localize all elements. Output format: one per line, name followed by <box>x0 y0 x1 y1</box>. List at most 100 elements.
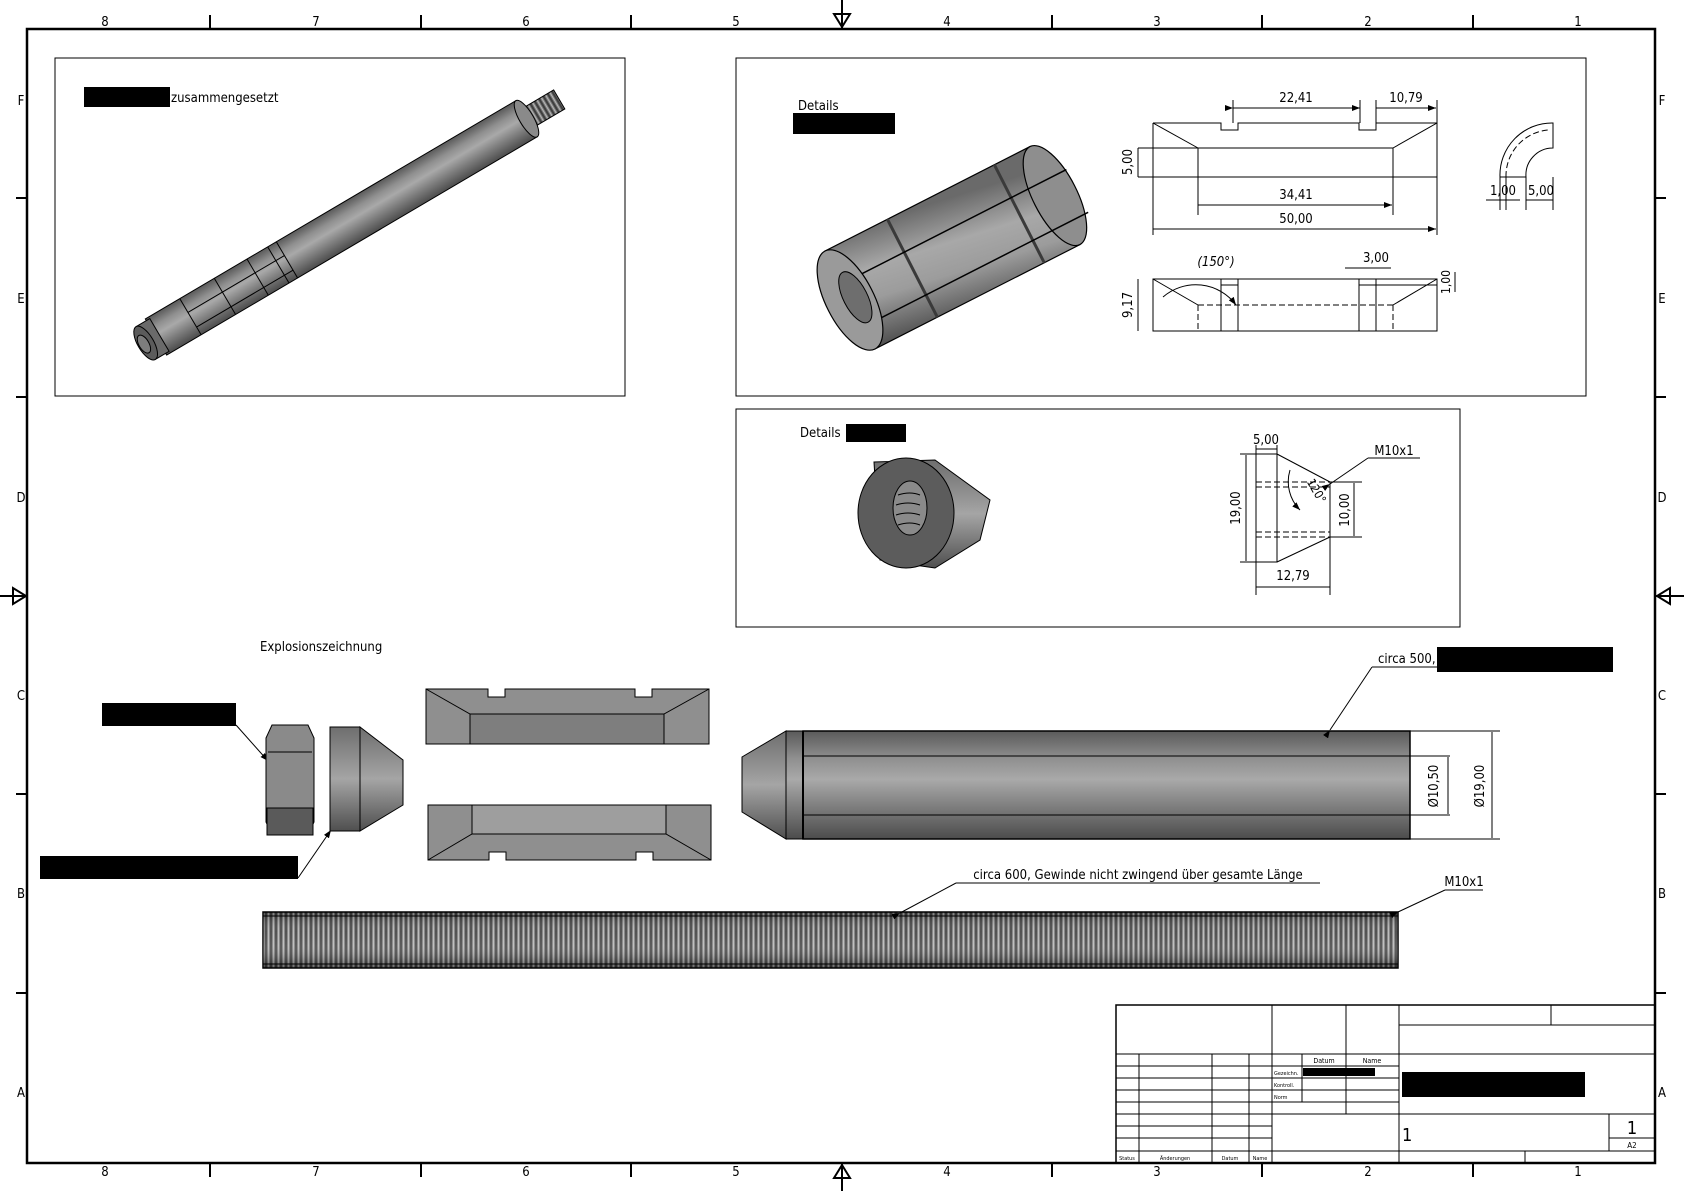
title-block-col-name: Name <box>1363 1057 1382 1065</box>
dim-groove-span: 22,41 <box>1279 91 1312 106</box>
cone-section-view <box>1240 445 1420 595</box>
jaw-top-view <box>1137 267 1456 332</box>
rod-length-note: circa 600, Gewinde nicht zwingend über g… <box>973 868 1303 883</box>
zone-col-4-top: 4 <box>943 15 950 30</box>
zone-row-c-right: C <box>1658 689 1666 704</box>
cone-isometric <box>857 457 991 569</box>
centering-mark-top <box>832 0 852 29</box>
zone-row-f-left: F <box>18 94 25 109</box>
zone-col-2-top: 2 <box>1364 15 1371 30</box>
zone-col-8-top: 8 <box>101 15 108 30</box>
redacted-callout-nut <box>102 703 236 726</box>
zone-col-6-top: 6 <box>522 15 529 30</box>
dim-wall-thickness: 1,00 <box>1490 184 1516 199</box>
zone-col-3-top: 3 <box>1153 15 1160 30</box>
redacted-callout-cone <box>40 856 298 879</box>
zone-row-b-left: B <box>17 887 25 902</box>
redacted-tube-note <box>1437 647 1613 672</box>
zone-col-6-bottom: 6 <box>522 1165 529 1180</box>
title-block-rev-status: Status <box>1119 1156 1135 1162</box>
centering-mark-right <box>1655 586 1684 606</box>
threaded-rod <box>262 911 1399 969</box>
title-block-drawing-number: 1 <box>1402 1125 1412 1146</box>
assembly-view-title: zusammengesetzt <box>171 91 279 106</box>
zone-col-1-bottom: 1 <box>1574 1165 1581 1180</box>
jaw-profile-view <box>1486 122 1554 210</box>
dim-radius-offset: 5,00 <box>1528 184 1554 199</box>
jaw-detail-view: Details <box>735 57 1587 397</box>
jaw-detail-title: Details <box>798 99 839 114</box>
dim-groove-depth: 1,00 <box>1439 270 1453 294</box>
centering-mark-bottom <box>832 1163 852 1191</box>
dim-end-to-groove: 10,79 <box>1389 91 1422 106</box>
redacted-drawn-by <box>1303 1068 1375 1076</box>
rod-thread-callout: M10x1 <box>1444 875 1483 890</box>
zone-row-f-right: F <box>1659 94 1666 109</box>
main-tube <box>741 730 1500 840</box>
cone-thread-callout: M10x1 <box>1374 444 1413 459</box>
zone-ticks-bottom <box>209 1163 1474 1177</box>
zone-col-8-bottom: 8 <box>101 1165 108 1180</box>
dim-tube-outer-diameter: Ø19,00 <box>1473 765 1488 808</box>
title-block-row-standard: Norm <box>1274 1095 1288 1101</box>
zone-row-a-left: A <box>17 1086 25 1101</box>
dim-cone-length: 12,79 <box>1276 569 1309 584</box>
zone-row-c-left: C <box>17 689 25 704</box>
title-block-row-drawn: Gezeichn. <box>1274 1071 1299 1077</box>
collet-sleeve-isometric <box>816 144 1089 351</box>
zone-col-3-bottom: 3 <box>1153 1165 1160 1180</box>
centering-mark-left <box>0 586 28 606</box>
title-block: Datum Name Gezeichn. Kontroll. Norm Stat… <box>1115 1004 1656 1164</box>
jaw-front-view <box>1138 122 1438 235</box>
title-block-rev-date: Datum <box>1222 1156 1239 1162</box>
zone-col-7-bottom: 7 <box>312 1165 319 1180</box>
dim-cone-angle: 120° <box>1304 476 1329 506</box>
zone-labels: 8 7 6 5 4 3 2 1 8 7 6 5 4 3 2 1 F E D C … <box>16 15 1666 1180</box>
cone-detail-view-border <box>735 408 1461 628</box>
jaw-detail-view-border <box>735 57 1587 397</box>
redacted-label <box>846 424 906 442</box>
zone-ticks-right <box>1655 197 1666 994</box>
redacted-drawing-title <box>1402 1072 1585 1097</box>
dim-inner-length: 34,41 <box>1279 188 1312 203</box>
title-block-rev-name: Name <box>1253 1156 1268 1162</box>
dim-overall-length: 50,00 <box>1279 212 1312 227</box>
dim-tube-inner-diameter: Ø10,50 <box>1427 765 1442 808</box>
dim-flange-width: 5,00 <box>1253 433 1279 448</box>
title-block-col-datum: Datum <box>1313 1057 1334 1065</box>
title-block-format: A2 <box>1627 1141 1637 1150</box>
redacted-label <box>793 113 895 134</box>
zone-row-d-right: D <box>1657 491 1666 506</box>
dim-outer-diameter: 19,00 <box>1229 491 1244 524</box>
redacted-label <box>84 87 170 107</box>
zone-col-5-bottom: 5 <box>732 1165 739 1180</box>
zone-ticks-top <box>209 15 1474 29</box>
title-block-sheet-number: 1 <box>1627 1118 1637 1139</box>
cone-detail-title: Details <box>800 426 841 441</box>
dim-groove-width: 3,00 <box>1363 251 1389 266</box>
tube-length-note: circa 500, <box>1378 652 1436 667</box>
title-block-rev-changes: Änderungen <box>1160 1155 1190 1162</box>
hex-nut <box>265 724 315 836</box>
jaw-upper <box>425 688 710 745</box>
zone-col-2-bottom: 2 <box>1364 1165 1371 1180</box>
dim-total-height: 9,17 <box>1121 292 1136 318</box>
zone-row-e-right: E <box>1658 292 1665 307</box>
zone-col-4-bottom: 4 <box>943 1165 950 1180</box>
assembly-view-border <box>54 57 626 397</box>
exploded-view: Explosionszeichnung <box>40 640 1613 969</box>
assembled-shaft-isometric <box>133 89 566 361</box>
clamping-cone <box>329 725 404 832</box>
dim-angle: (150°) <box>1197 255 1234 270</box>
cone-detail-view: Details <box>735 408 1461 628</box>
title-block-row-checked: Kontroll. <box>1274 1083 1295 1089</box>
zone-row-b-right: B <box>1658 887 1666 902</box>
zone-row-a-right: A <box>1658 1086 1666 1101</box>
dim-bore: 10,00 <box>1338 493 1353 526</box>
jaw-front-dimensions <box>1137 100 1438 232</box>
zone-row-d-left: D <box>16 491 25 506</box>
dim-inner-height: 5,00 <box>1121 149 1136 175</box>
zone-ticks-left <box>16 197 27 994</box>
